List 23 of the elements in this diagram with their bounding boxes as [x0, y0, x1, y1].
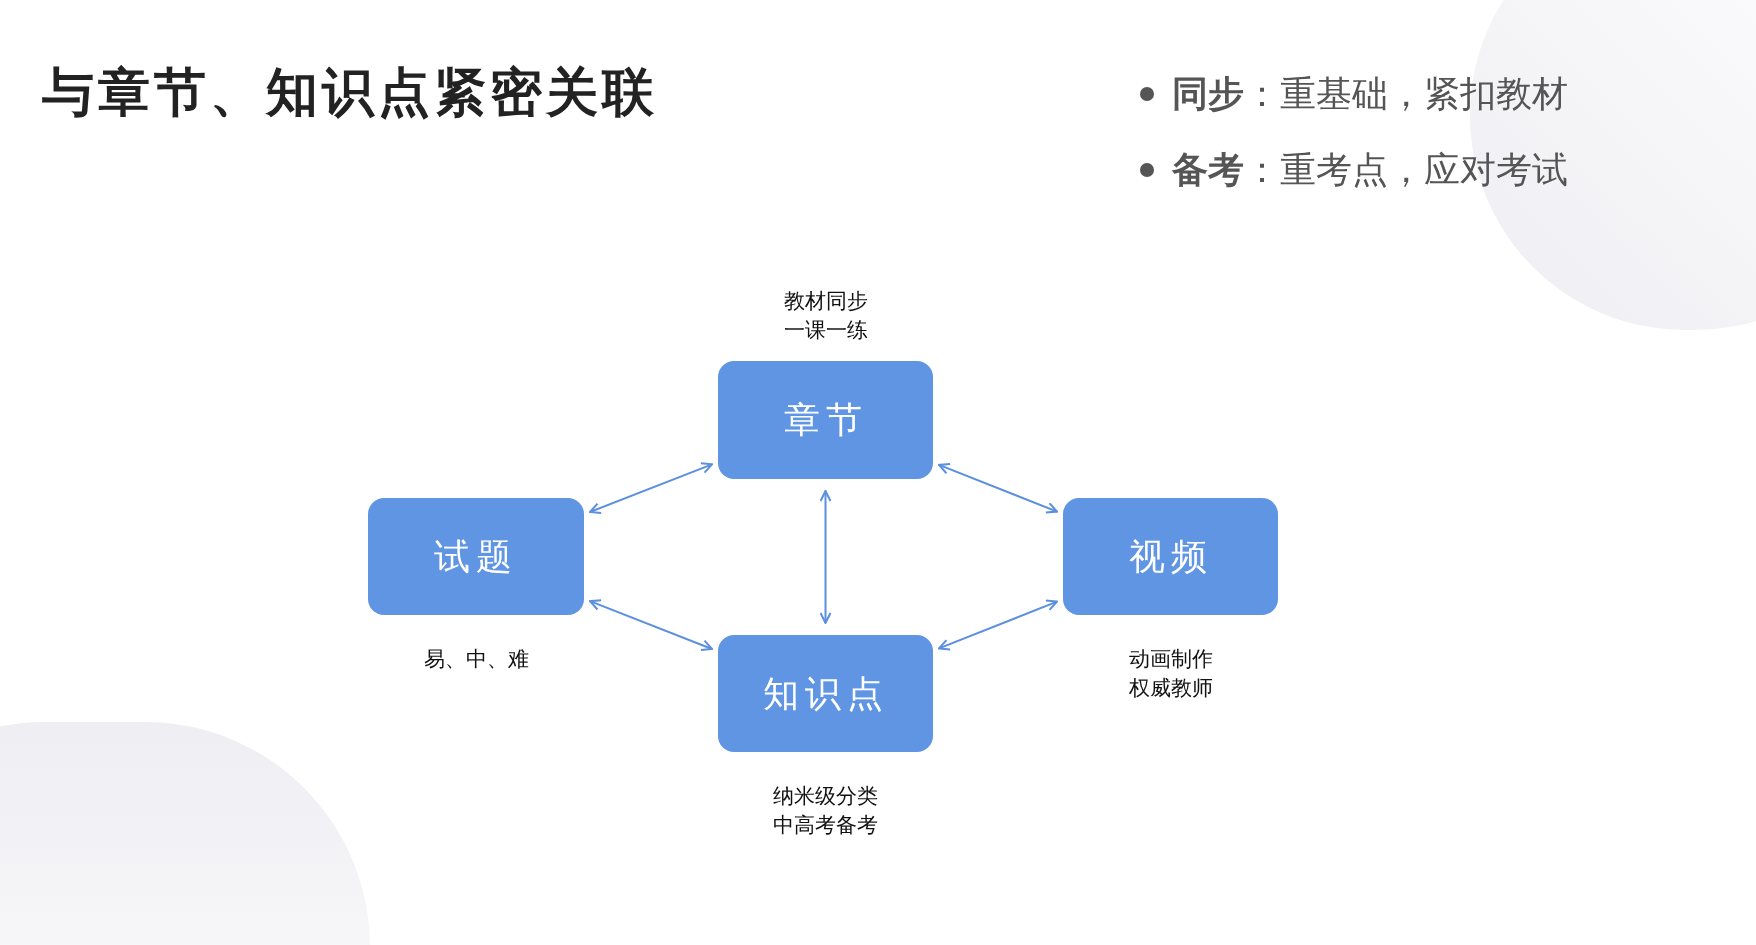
double-arrow [938, 599, 1058, 651]
caption-text: 中高考备考 [773, 812, 878, 839]
title: 与章节、知识点紧密关联 [42, 66, 658, 118]
bullet-text: 备考：重考点，应对考试 [1172, 152, 1568, 188]
double-arrow [819, 490, 832, 624]
caption-text: 教材同步 [783, 288, 868, 315]
box-label: 视频 [1128, 534, 1213, 579]
caption-text: 一课一练 [783, 317, 868, 344]
bullet-text: 同步：重基础，紧扣教材 [1172, 76, 1568, 112]
double-arrow [589, 462, 713, 514]
box-label: 章节 [783, 398, 868, 442]
box-label: 试题 [434, 534, 518, 579]
topic-box [718, 635, 933, 752]
topic-box [1063, 498, 1278, 615]
box-label: 知识点 [762, 671, 889, 716]
double-arrow [938, 462, 1058, 514]
caption-text: 权威教师 [1128, 675, 1213, 702]
topic-box [368, 498, 584, 615]
double-arrow [589, 599, 713, 651]
caption-text: 动画制作 [1128, 646, 1213, 673]
topic-box [718, 361, 933, 479]
caption-text: 易、中、难 [423, 646, 529, 673]
caption-text: 纳米级分类 [773, 783, 878, 810]
